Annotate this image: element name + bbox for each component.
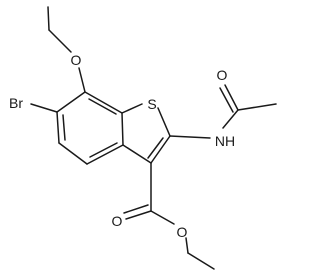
bond-o-ch2: [185, 237, 189, 254]
sulfur-label: S: [147, 96, 156, 112]
bond-ethyl-top: [47, 6, 50, 31]
bond-c3-c3a: [122, 144, 152, 164]
bond-c6-br: [30, 103, 58, 113]
bond-o-c7: [78, 67, 86, 93]
bond-c7-c7a-inner: [88, 98, 117, 115]
bond-c2-c3: [150, 135, 171, 164]
ethoxy-oxygen-label: O: [71, 52, 82, 68]
bond-n-carbonyl: [222, 109, 239, 129]
bond-c7-c6: [56, 91, 86, 113]
bond-c6-c5: [56, 111, 60, 144]
bond-c7a-s: [121, 103, 143, 114]
bond-c7-c7a: [84, 91, 123, 114]
bond-c5-c4: [58, 142, 88, 165]
bond-ester-c-o: [150, 210, 175, 225]
amide-oxygen-label: O: [217, 67, 228, 83]
bond-c4-c3a-inner: [89, 142, 118, 158]
molecule-drawing: O Br S O NH O O: [9, 6, 277, 270]
bromine-label: Br: [9, 95, 23, 111]
bond-amide-c-o-b: [219, 87, 234, 113]
ester-carbonyl-oxygen-label: O: [112, 213, 123, 229]
bond-ch2-ch3: [187, 252, 215, 270]
bond-c4-c3a: [86, 144, 124, 165]
bond-s-c2: [157, 107, 171, 137]
amide-nitrogen-label: NH: [215, 133, 235, 149]
bond-c2-c3-inner: [147, 137, 164, 159]
bond-amide-c-o-a: [224, 84, 239, 111]
bond-c2-n: [169, 135, 211, 139]
ester-oxygen-label: O: [177, 224, 188, 240]
bond-ethyl-ch2-o: [48, 29, 72, 53]
molecule-canvas: O Br S O NH O O: [9, 6, 277, 270]
bond-ester-c-o-b: [123, 204, 149, 214]
bond-c6-c5-inner: [62, 114, 66, 141]
bond-carbonyl-methyl: [237, 103, 277, 111]
bond-ester-c-o-a: [125, 210, 152, 220]
bond-c3a-c7a: [121, 112, 124, 146]
